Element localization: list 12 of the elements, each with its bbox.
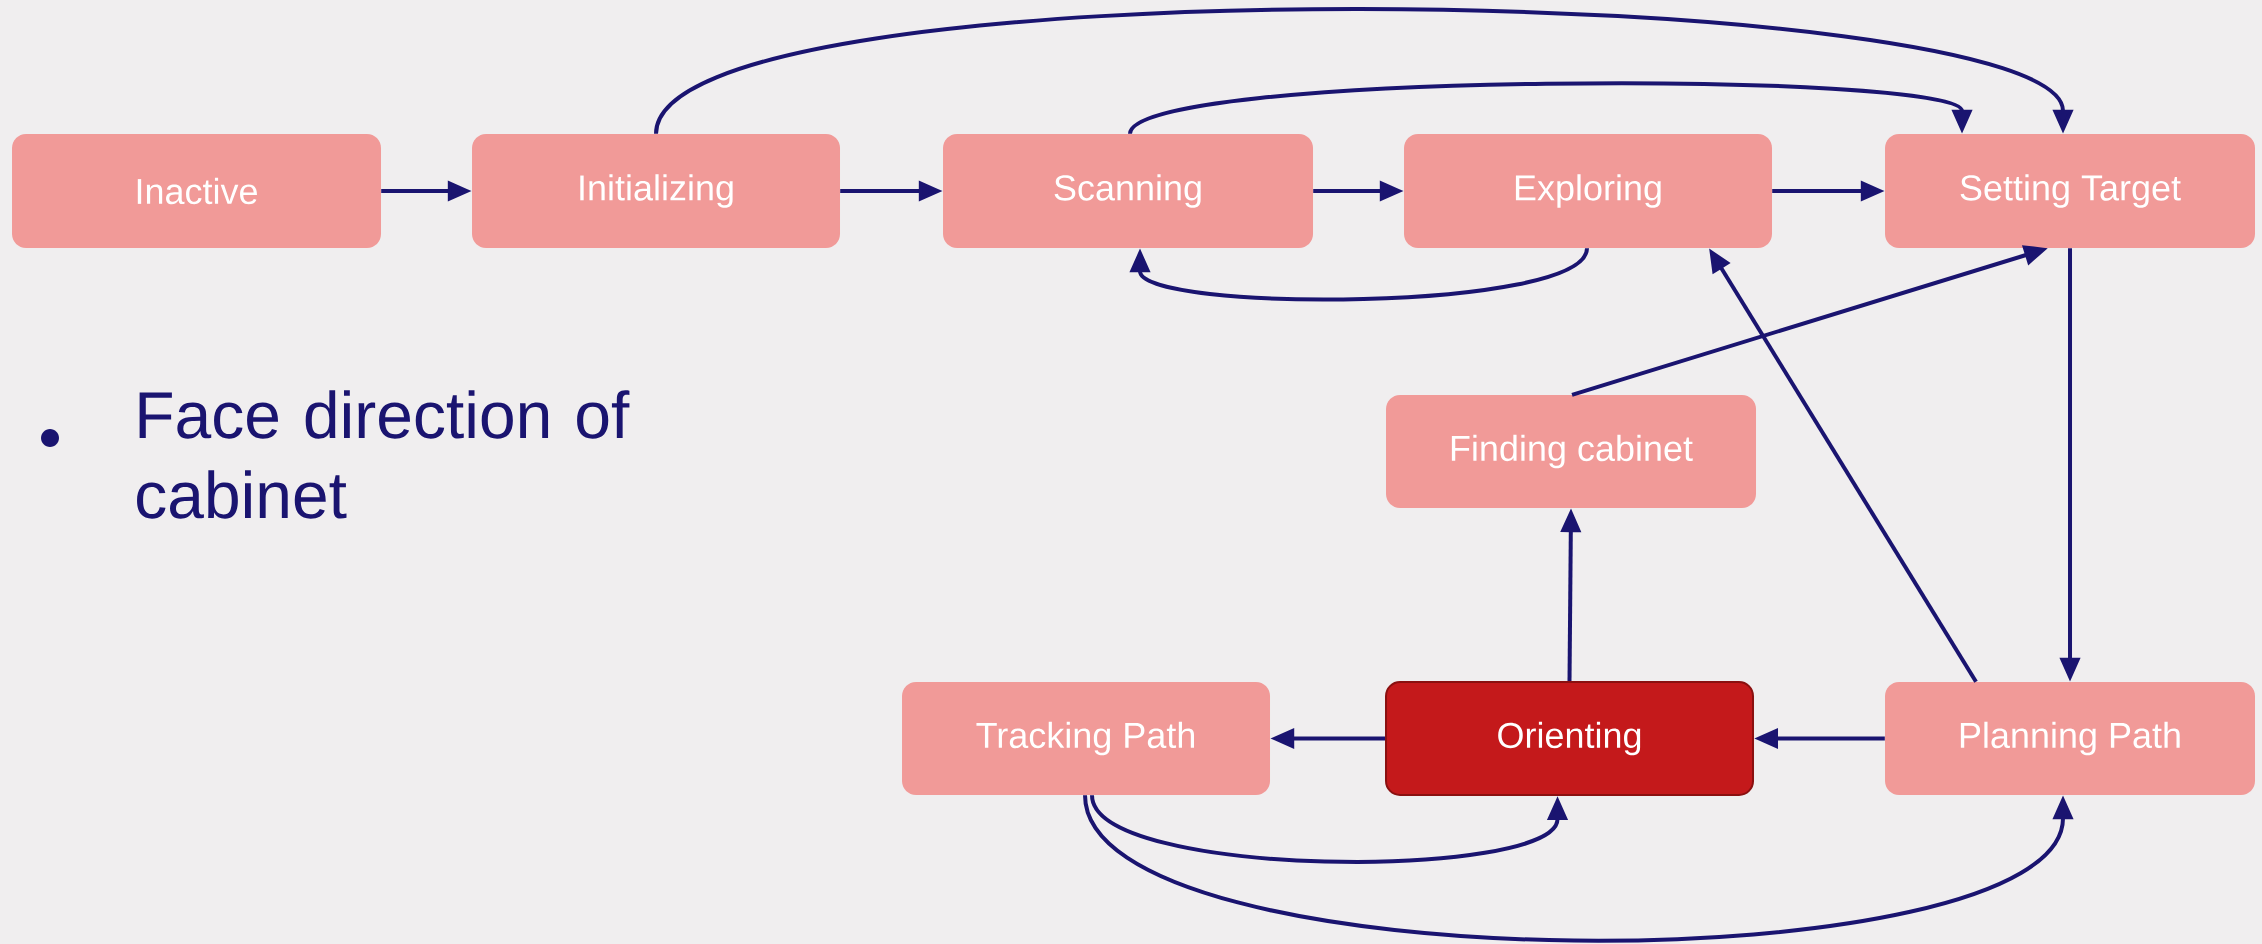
state-box: Orienting xyxy=(1385,681,1754,796)
bullet-text: Face direction of cabinet xyxy=(137,390,630,519)
arrow xyxy=(1128,81,1973,136)
state-box: Finding cabinet xyxy=(1386,395,1756,508)
state-box: Planning Path xyxy=(1885,682,2255,795)
state-box: Setting Target xyxy=(1885,134,2255,248)
state-box: Inactive xyxy=(12,134,381,248)
state-box: Exploring xyxy=(1404,134,1772,248)
arrow xyxy=(1129,247,1589,302)
state-box: Scanning xyxy=(943,134,1313,248)
state-box: Initializing xyxy=(472,134,840,248)
state-box: Tracking Path xyxy=(902,682,1270,795)
